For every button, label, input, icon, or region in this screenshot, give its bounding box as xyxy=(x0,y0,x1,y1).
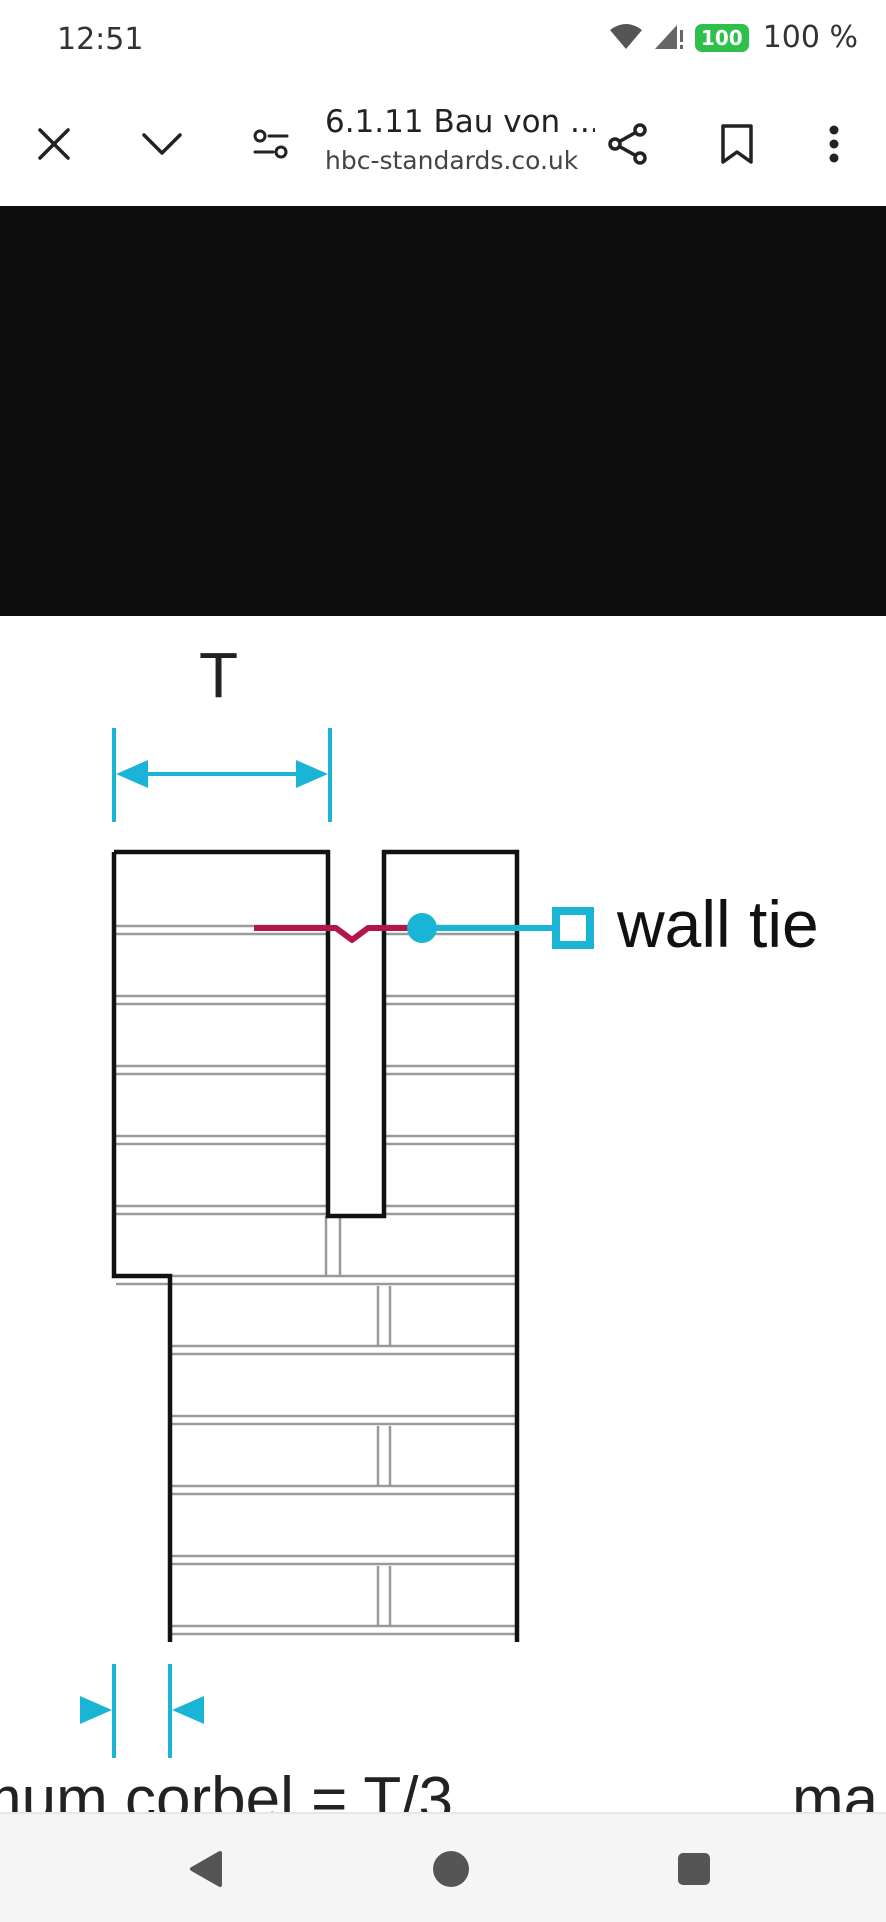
page-title: 6.1.11 Bau von ... xyxy=(325,104,595,140)
recents-icon[interactable] xyxy=(669,1844,719,1894)
browser-toolbar: 6.1.11 Bau von ... hbc-standards.co.uk xyxy=(0,84,886,208)
wall-section-drawing xyxy=(80,728,594,1758)
status-time: 12:51 xyxy=(57,22,144,57)
battery-percent: 100 % xyxy=(762,20,858,55)
dimension-label-T: T xyxy=(199,639,239,711)
chevron-down-icon[interactable] xyxy=(132,114,192,174)
more-vert-icon[interactable] xyxy=(804,114,864,174)
site-settings-icon[interactable] xyxy=(241,114,301,174)
wall-outline xyxy=(111,849,520,1642)
dimension-corbel xyxy=(80,1664,204,1758)
dimension-T xyxy=(112,728,332,822)
system-nav-bar xyxy=(0,1812,886,1922)
wall-diagram: T wall tie mum corbel = T/3 ma xyxy=(0,616,886,1812)
status-bar: 12:51 100 100 % xyxy=(0,0,886,84)
home-icon[interactable] xyxy=(426,1844,476,1894)
corbel-caption: mum corbel = T/3 xyxy=(0,1765,453,1812)
share-icon[interactable] xyxy=(598,114,658,174)
brick-courses xyxy=(116,924,515,1636)
bookmark-icon[interactable] xyxy=(707,114,767,174)
wall-tie-callout xyxy=(407,907,594,949)
media-banner xyxy=(0,206,886,616)
battery-badge: 100 xyxy=(694,23,749,52)
wall-tie xyxy=(254,925,420,943)
url-bar[interactable]: 6.1.11 Bau von ... hbc-standards.co.uk xyxy=(325,104,595,175)
page-domain: hbc-standards.co.uk xyxy=(325,146,579,175)
caption-right-fragment: ma xyxy=(792,1765,879,1812)
status-indicators: 100 100 % xyxy=(609,20,858,55)
close-icon[interactable] xyxy=(24,114,84,174)
wifi-icon xyxy=(609,22,643,54)
signal-icon xyxy=(653,22,685,54)
wall-tie-label: wall tie xyxy=(617,887,819,961)
back-icon[interactable] xyxy=(181,1844,231,1894)
